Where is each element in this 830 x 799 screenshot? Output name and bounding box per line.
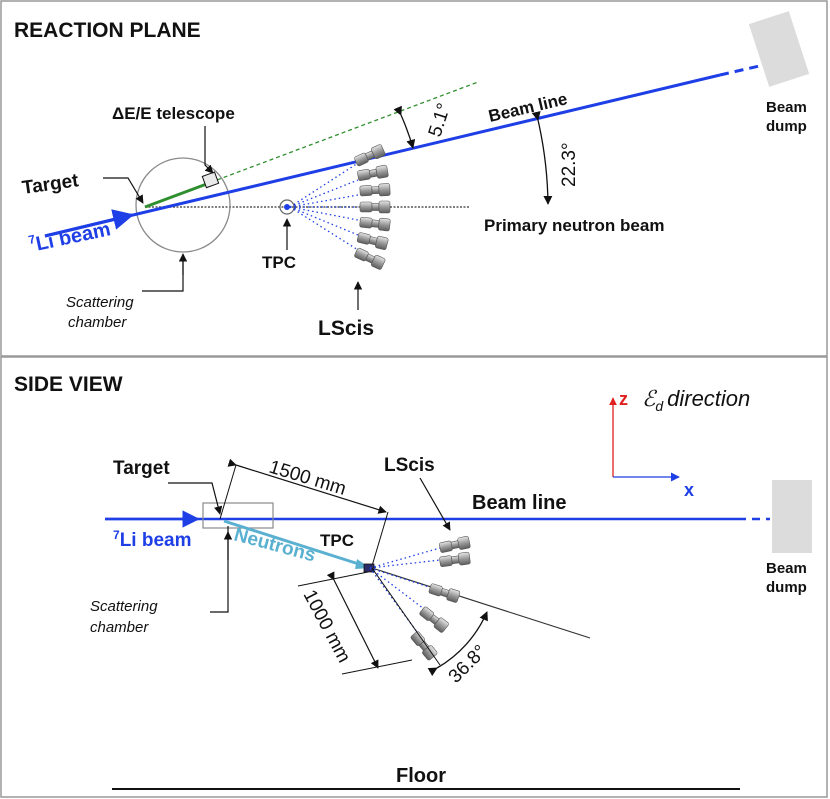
dim-1500-ext-left <box>219 464 237 520</box>
lscis-label: LScis <box>384 455 435 476</box>
beam-dump-label-1: Beam <box>766 99 807 116</box>
lscis-detector <box>356 164 389 183</box>
tpc-circle <box>279 199 295 215</box>
lscis-detector <box>353 143 387 168</box>
li-beam-label: 7Li beam <box>27 216 112 257</box>
lscis-detector <box>356 230 389 251</box>
neutron-path <box>223 519 366 568</box>
chamber-label-2: chamber <box>90 619 149 636</box>
axis-x-label: x <box>684 480 694 500</box>
lscis-label: LScis <box>318 317 374 340</box>
panel-frame <box>0 0 828 357</box>
telescope-solid-line <box>144 180 213 209</box>
dim-1500-line <box>227 458 387 514</box>
neutron-path-extended <box>371 567 591 639</box>
tpc-label: TPC <box>320 531 354 550</box>
angle-arc-5-1 <box>393 105 416 149</box>
field-symbol: ℰ <box>642 387 658 412</box>
lscis-detector <box>438 551 471 569</box>
dim-1000-line <box>326 571 379 669</box>
lscis-detector <box>353 246 387 271</box>
lscis-detector <box>359 183 391 198</box>
beam-dump-label-2: dump <box>766 118 807 135</box>
lscis-fan-lines <box>289 162 359 251</box>
tpc-core <box>284 204 290 210</box>
chamber-label-1: Scattering <box>66 294 134 311</box>
beam-dump <box>772 480 812 553</box>
telescope-box <box>201 171 220 189</box>
target-pointer <box>103 177 144 204</box>
li-beam-label: 7Li beam <box>113 528 192 551</box>
li-beam-text: Li beam <box>120 530 192 551</box>
reaction-plane-panel: REACTION PLANE Beam dump 5.1° 22.3° Beam… <box>0 0 828 357</box>
panel-title: SIDE VIEW <box>14 373 123 396</box>
target-label: Target <box>113 458 170 479</box>
angle-label-36-8: 36.8° <box>445 641 491 687</box>
dim-1000-ext-top <box>297 571 369 587</box>
field-direction-word: direction <box>667 386 750 411</box>
primary-beam-label: Primary neutron beam <box>484 216 664 235</box>
panel-frame <box>0 356 828 798</box>
panel-title: REACTION PLANE <box>14 19 201 42</box>
chamber-pointer <box>210 526 229 613</box>
beam-line-label: Beam line <box>472 492 566 514</box>
angle-arc-22-3 <box>531 111 553 205</box>
beam-line-dashed <box>719 62 769 77</box>
beam-dump <box>748 11 810 87</box>
scattering-chamber-circle <box>135 157 231 253</box>
angle-arc-36-8 <box>427 611 488 677</box>
lscis-detector <box>359 200 391 214</box>
telescope-pointer <box>204 126 214 174</box>
li-beam-sup: 7 <box>27 232 37 247</box>
target-pointer <box>168 482 223 515</box>
beam-dump-label-1: Beam <box>766 560 807 577</box>
telescope-label: ΔE/E telescope <box>112 104 235 123</box>
chamber-label-2: chamber <box>68 314 127 331</box>
lscis-detector <box>438 535 471 555</box>
chamber-label-1: Scattering <box>90 598 158 615</box>
tpc-label: TPC <box>262 253 296 272</box>
axis-z-label: z <box>619 389 628 409</box>
beam-arrow <box>44 209 135 238</box>
lscis-detector <box>418 604 450 634</box>
li-beam-text: Li beam <box>34 218 113 255</box>
neutrons-label: Neutrons <box>232 525 318 567</box>
beam-dump-label-2: dump <box>766 579 807 596</box>
chamber-pointer <box>142 260 184 292</box>
lscis-detector <box>427 581 461 604</box>
dim-1500-ext-right <box>371 511 389 567</box>
lscis-detector <box>359 215 391 232</box>
floor-label: Floor <box>396 765 446 787</box>
target-label: Target <box>21 170 81 199</box>
dim-1000-label: 1000 mm <box>299 586 355 666</box>
field-subscript: d <box>655 398 664 414</box>
angle-label-5-1: 5.1° <box>425 101 455 140</box>
li-beam-sup: 7 <box>113 528 120 542</box>
angle-label-22-3: 22.3° <box>559 142 580 187</box>
lscis-pointer <box>419 477 451 531</box>
dim-1500-label: 1500 mm <box>267 457 349 500</box>
